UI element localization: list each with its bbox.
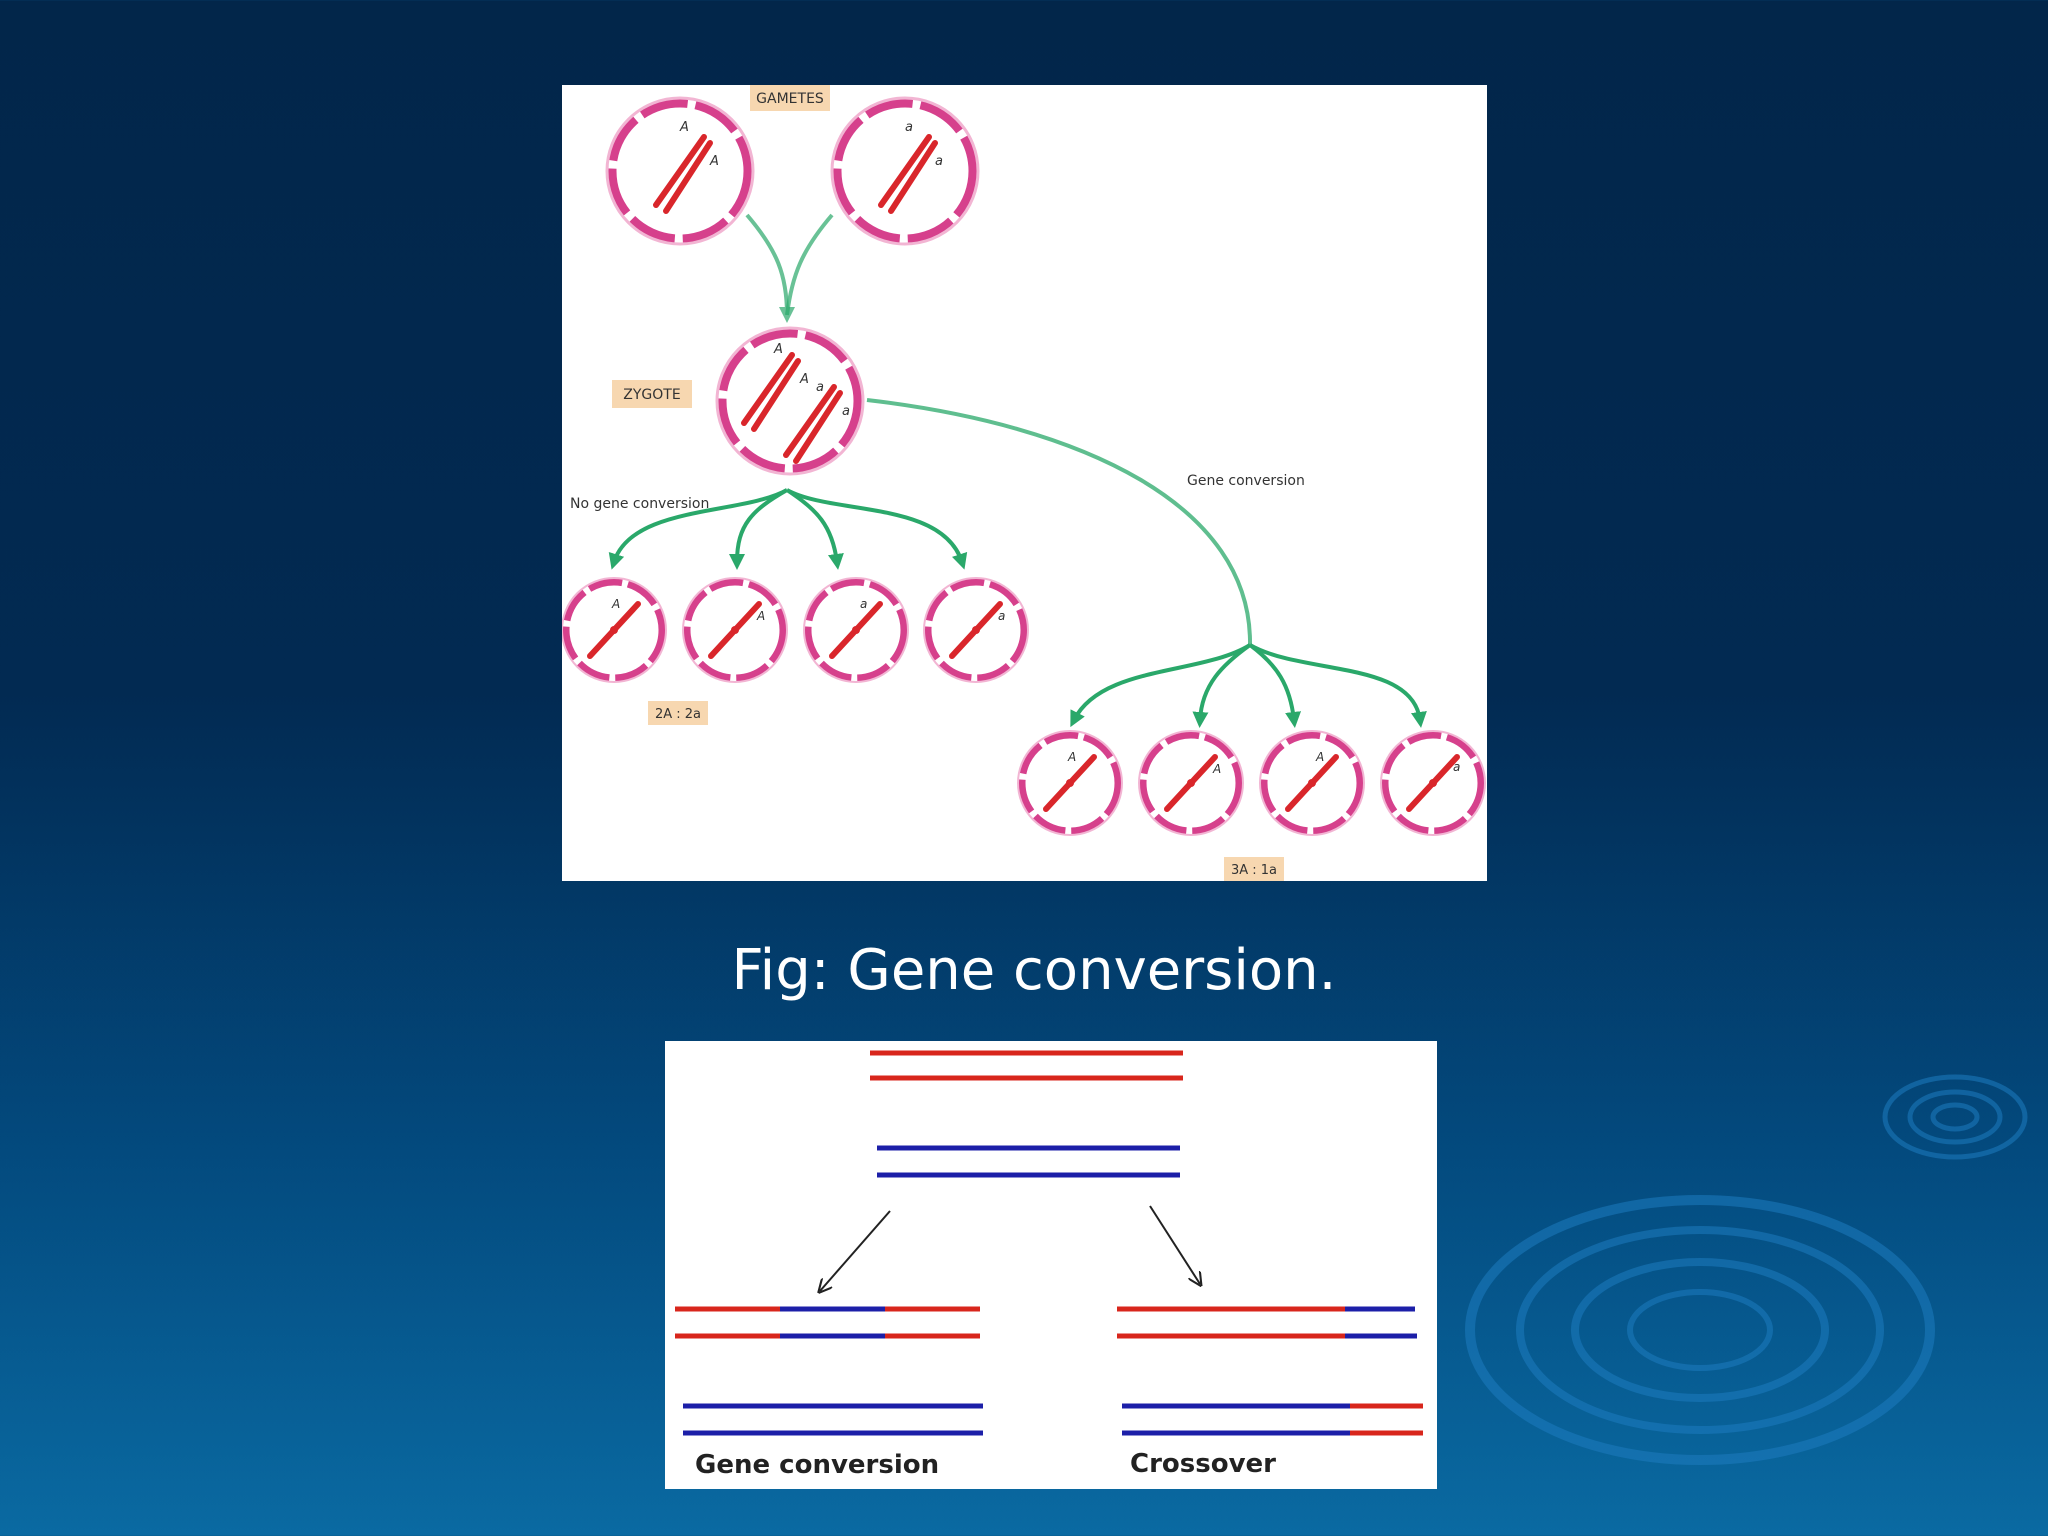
- gene-conversion-vs-crossover-diagram: Gene conversion Crossover: [665, 1041, 1437, 1489]
- product-cell: A: [683, 578, 787, 682]
- svg-text:a: a: [816, 380, 824, 395]
- gene-conversion-diagram: GAMETES A A a a ZYGOTE A A a: [562, 85, 1487, 881]
- gametes-label: GAMETES: [750, 85, 830, 111]
- product-cell: A: [1139, 731, 1243, 835]
- crossover-caption: Crossover: [1130, 1449, 1276, 1479]
- no-conversion-label: No gene conversion: [570, 496, 709, 512]
- crossover-product: [1117, 1306, 1423, 1436]
- gene-conversion-label: Gene conversion: [1187, 473, 1305, 489]
- svg-text:a: a: [1453, 760, 1460, 774]
- parental-blue-chromosome: [877, 1145, 1180, 1178]
- svg-text:GAMETES: GAMETES: [756, 91, 824, 107]
- product-cell: a: [1381, 731, 1485, 835]
- ratio-no-conversion: 2A : 2a: [648, 701, 708, 725]
- svg-text:A: A: [1067, 750, 1076, 764]
- svg-text:A: A: [611, 597, 620, 611]
- svg-text:a: a: [842, 404, 850, 419]
- figure-caption: Fig: Gene conversion.: [731, 938, 1337, 1003]
- svg-text:A: A: [773, 342, 783, 357]
- product-cell: A: [1018, 731, 1122, 835]
- svg-text:A: A: [679, 120, 689, 135]
- svg-text:a: a: [935, 154, 943, 169]
- product-cell: a: [924, 578, 1028, 682]
- svg-text:A: A: [799, 372, 809, 387]
- product-cell: a: [804, 578, 908, 682]
- fertilization-arrow: [745, 213, 834, 323]
- product-cell: A: [562, 578, 666, 682]
- gene-conversion-caption: Gene conversion: [695, 1450, 939, 1480]
- gene-conversion-arrows: [866, 398, 1427, 728]
- svg-text:a: a: [860, 597, 867, 611]
- svg-text:A: A: [709, 154, 719, 169]
- product-cell: A: [1260, 731, 1364, 835]
- gamete-cell-A: A A: [607, 98, 753, 244]
- svg-text:A: A: [1315, 750, 1324, 764]
- parental-red-chromosome: [870, 1050, 1183, 1081]
- svg-text:2A : 2a: 2A : 2a: [655, 707, 701, 722]
- zygote-label: ZYGOTE: [612, 380, 692, 408]
- ratio-conversion: 3A : 1a: [1224, 857, 1284, 881]
- svg-text:A: A: [1212, 762, 1221, 776]
- svg-text:ZYGOTE: ZYGOTE: [623, 387, 680, 403]
- svg-text:A: A: [756, 609, 765, 623]
- svg-text:a: a: [905, 120, 913, 135]
- svg-text:a: a: [998, 609, 1005, 623]
- split-arrows: [820, 1205, 1200, 1291]
- gene-conversion-product: [675, 1306, 983, 1436]
- svg-text:3A : 1a: 3A : 1a: [1231, 863, 1277, 878]
- zygote-cell: A A a a: [717, 328, 863, 474]
- gamete-cell-a: a a: [832, 98, 978, 244]
- no-conversion-arrows: [608, 488, 968, 570]
